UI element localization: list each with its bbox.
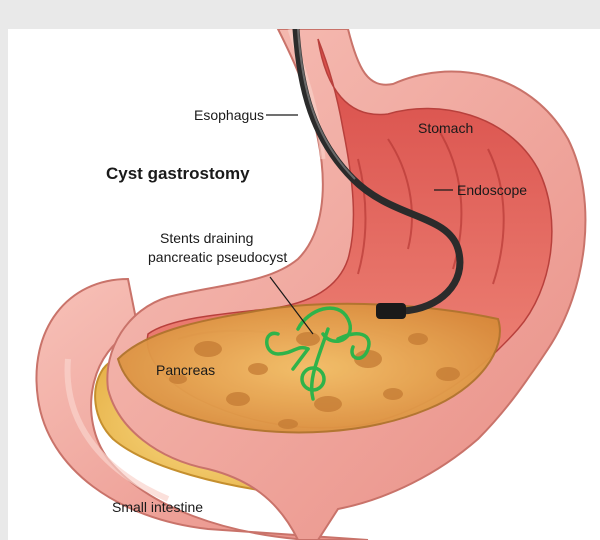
label-pancreas: Pancreas: [156, 362, 215, 378]
illustration-frame: Esophagus Stomach Endoscope Cyst gastros…: [8, 29, 600, 540]
cyst-gastrostomy-diagram: Esophagus Stomach Endoscope Cyst gastros…: [8, 29, 600, 540]
endoscope-tip: [376, 303, 406, 319]
diagram-title: Cyst gastrostomy: [106, 164, 250, 183]
label-endoscope: Endoscope: [457, 182, 527, 198]
label-esophagus: Esophagus: [194, 107, 264, 123]
label-stomach: Stomach: [418, 120, 473, 136]
label-stents-line1: Stents draining: [160, 230, 253, 246]
top-bar: [0, 0, 600, 29]
label-stents-line2: pancreatic pseudocyst: [148, 249, 287, 265]
label-small-intestine: Small intestine: [112, 499, 203, 515]
